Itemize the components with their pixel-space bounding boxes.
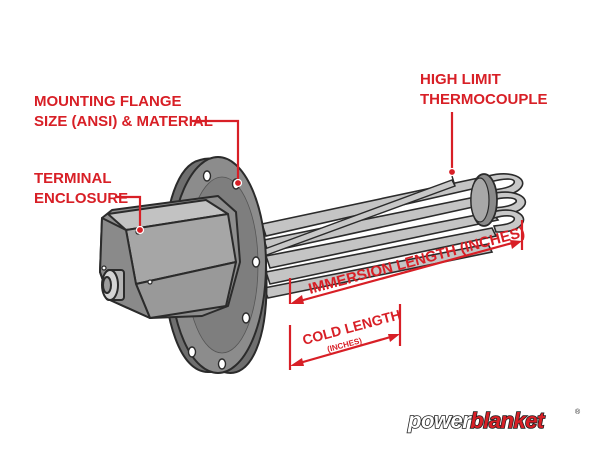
terminal-label-line1: TERMINAL (34, 170, 112, 187)
powerblanket-logo: powerblanket ® (406, 407, 581, 434)
terminal-leader-line (115, 195, 142, 228)
heating-rod (264, 227, 498, 285)
leader-dots (135, 167, 457, 235)
flange-label-line1: MOUNTING FLANGE (34, 93, 182, 110)
thermocouple-label-line1: HIGH LIMIT (420, 71, 501, 88)
leader-lines (115, 112, 454, 228)
terminal-enclosure (99, 195, 241, 319)
flange-label-line2: SIZE (ANSI) & MATERIAL (34, 113, 213, 130)
svg-text:powerblanket: powerblanket (407, 408, 546, 433)
logo-part2: blanket (470, 408, 546, 433)
heating-elements (260, 175, 500, 299)
support-baffle (470, 173, 498, 227)
rod-bends (486, 173, 527, 233)
cold-length-dimension (288, 304, 402, 370)
logo-part1: power (407, 408, 472, 433)
immersion-length-dimension (288, 220, 524, 304)
conduit-fitting (101, 269, 125, 301)
registered-mark: ® (575, 408, 581, 416)
flange-leader-line (192, 119, 240, 181)
heating-rod (264, 211, 500, 269)
terminal-label-line2: ENCLOSURE (34, 190, 128, 207)
thermocouple-label-line2: THERMOCOUPLE (420, 91, 548, 108)
